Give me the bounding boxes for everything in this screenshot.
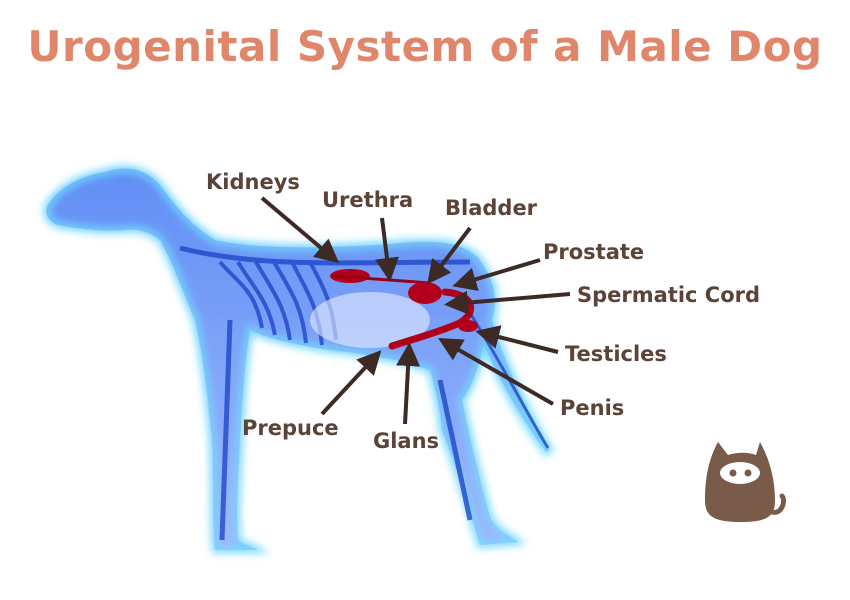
label-prepuce: Prepuce [242,416,339,440]
dog-body [46,168,550,550]
ribs [179,245,550,541]
label-glans: Glans [373,429,440,453]
arrow-bladder [427,226,472,285]
arrow-spermatic-cord [444,290,571,315]
label-penis: Penis [560,396,625,420]
arrow-urethra [375,217,399,282]
diagram-title: Urogenital System of a Male Dog [27,22,823,71]
arrow-kidneys [260,196,340,264]
label-bladder: Bladder [445,196,538,220]
label-testicles: Testicles [565,342,667,366]
label-urethra: Urethra [322,188,414,212]
arrow-penis [438,338,554,406]
label-kidneys: Kidneys [206,170,300,194]
label-spermatic-cord: Spermatic Cord [577,283,761,307]
arrow-prepuce [320,350,382,416]
cat-logo-icon [705,442,787,522]
label-prostate: Prostate [543,240,645,264]
arrow-prostate [452,258,541,291]
pointer-arrows [260,196,571,425]
arrow-glans [396,342,421,425]
arrow-testicles [475,325,559,354]
